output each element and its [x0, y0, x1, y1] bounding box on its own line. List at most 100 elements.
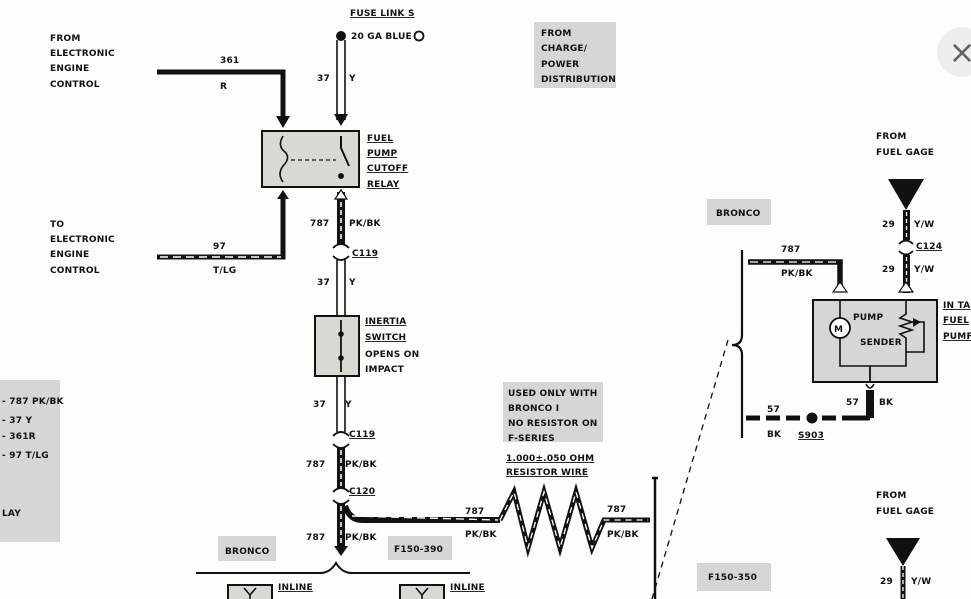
to-eec-line3: ENGINE: [50, 250, 89, 260]
connector-c119-low: C119: [349, 430, 375, 440]
inertia-line1: INERTIA: [365, 317, 406, 327]
arrow-361: [276, 116, 290, 128]
arrow-97: [277, 190, 289, 199]
from-eec-line4: CONTROL: [50, 80, 100, 90]
charge-shade: [534, 22, 616, 88]
from-charge-line1: FROM: [541, 29, 572, 39]
relay-line2: PUMP: [367, 149, 397, 159]
resistor-note-shade: [503, 382, 603, 442]
wire-57-color-1: BK: [879, 398, 894, 408]
wire-29-number-2: 29: [882, 265, 895, 275]
wire-29-number-1: 29: [882, 220, 895, 230]
wire-37-number-mid: 37: [317, 278, 330, 288]
wire-787-number-1: 787: [310, 219, 329, 229]
inertia-switch: [314, 315, 360, 377]
inline-connector-right: [399, 584, 445, 599]
f150-350-label: F150-350: [708, 573, 757, 583]
wire-57: [746, 383, 875, 424]
f150-350-shade: [697, 563, 771, 591]
bottom-bracket: [196, 561, 470, 574]
motor-symbol: M: [834, 325, 843, 335]
inline-label-right: INLINE: [450, 583, 485, 593]
to-eec-line4: CONTROL: [50, 266, 100, 276]
wire-787-color-2: PK/BK: [345, 460, 378, 470]
inline-connector-left: [227, 584, 273, 599]
connector-c119-top: C119: [352, 249, 378, 259]
inertia-line2: SWITCH: [365, 333, 406, 343]
wire-787-number-3: 787: [306, 533, 325, 543]
wire-787-color-1: PK/BK: [349, 219, 382, 229]
fuel-gage-arrow-top: [888, 179, 924, 210]
wire-37-number-low: 37: [313, 400, 326, 410]
in-tank-line1: IN TA: [943, 301, 970, 311]
from-fuel-gage-bottom-line2: FUEL GAGE: [876, 507, 934, 517]
wire-29-color-3: Y/W: [910, 577, 931, 587]
in-tank-line3: PUMF: [943, 332, 971, 342]
legend-shade: [0, 380, 60, 542]
wire-29-color-2: Y/W: [913, 265, 934, 275]
resistor-note-line2: BRONCO I: [508, 404, 559, 414]
legend-line4: - 97 T/LG: [2, 451, 49, 461]
wire-787-color-bronco: PK/BK: [781, 269, 814, 279]
resistor-spec-line2: RESISTOR WIRE: [506, 468, 588, 478]
wire-97-number: 97: [213, 242, 226, 252]
wire-29-color-1: Y/W: [913, 220, 934, 230]
bronco-shade-right: [707, 199, 771, 225]
connector-c120: C120: [349, 487, 375, 497]
relay-line3: CUTOFF: [367, 164, 408, 174]
from-fuel-gage-bottom-line1: FROM: [876, 491, 907, 501]
legend-line5: LAY: [2, 509, 21, 519]
wire-787-horizontal: [342, 482, 650, 558]
from-charge-line4: DISTRIBUTION: [541, 75, 616, 85]
resistor-note-line4: F-SERIES: [508, 434, 555, 444]
sender-label: SENDER: [860, 338, 902, 348]
fuse-dot-filled: [336, 31, 346, 41]
from-charge-line2: CHARGE/: [541, 44, 588, 54]
connector-c124: C124: [916, 242, 942, 252]
main-wire: [332, 40, 350, 556]
wire-787-bronco: [748, 259, 849, 293]
wire-361-number: 361: [220, 56, 239, 66]
wire-787-color-4: PK/BK: [465, 530, 498, 540]
fuel-gage-arrow-bottom: [886, 538, 920, 566]
wire-361-color: R: [220, 82, 227, 92]
resistor-note-line1: USED ONLY WITH: [508, 389, 597, 399]
resistor-note-line3: NO RESISTOR ON: [508, 419, 598, 429]
inertia-note-line2: IMPACT: [365, 365, 405, 375]
from-charge-line3: POWER: [541, 60, 579, 70]
wire-37-number-top: 37: [317, 74, 330, 84]
fuse-link-label: FUSE LINK S: [350, 9, 415, 19]
to-eec-line2: ELECTRONIC: [50, 235, 115, 245]
inline-label-left: INLINE: [278, 583, 313, 593]
in-tank-pump-sender: [812, 299, 938, 383]
resistor-spec-line1: 1.000±.050 OHM: [506, 454, 594, 464]
wire-787-number-2: 787: [306, 460, 325, 470]
from-fuel-gage-top-line2: FUEL GAGE: [876, 148, 934, 158]
fuel-pump-relay: [261, 130, 360, 188]
from-eec-line1: FROM: [50, 34, 81, 44]
bronco-bracket: [731, 250, 744, 438]
relay-line4: RELAY: [367, 180, 400, 190]
wire-787-color-3: PK/BK: [345, 533, 378, 543]
bronco-shade-bottom: [218, 536, 276, 561]
wire-57-number-1: 57: [846, 398, 859, 408]
legend-line3: - 361R: [2, 432, 36, 442]
wire-787-number-4: 787: [465, 507, 484, 517]
f150-390-shade: [388, 536, 452, 560]
close-button[interactable]: ×: [937, 27, 971, 77]
wire-97-color: T/LG: [213, 266, 236, 276]
splice-s903: S903: [798, 431, 824, 441]
inertia-note-line1: OPENS ON: [365, 350, 419, 360]
wire-37-color-top: Y: [348, 74, 356, 84]
bronco-label-bottom: BRONCO: [225, 547, 270, 557]
wire-57-color-2: BK: [767, 430, 782, 440]
legend-line2: - 37 Y: [2, 416, 33, 426]
to-eec-line1: TO: [50, 220, 64, 230]
wire-787-color-5: PK/BK: [607, 530, 640, 540]
close-icon[interactable]: ×: [949, 33, 971, 71]
wire-29-number-3: 29: [880, 577, 893, 587]
wire-787-number-bronco: 787: [781, 245, 800, 255]
in-tank-line2: FUEL: [943, 316, 969, 326]
bronco-label-right: BRONCO: [716, 209, 761, 219]
